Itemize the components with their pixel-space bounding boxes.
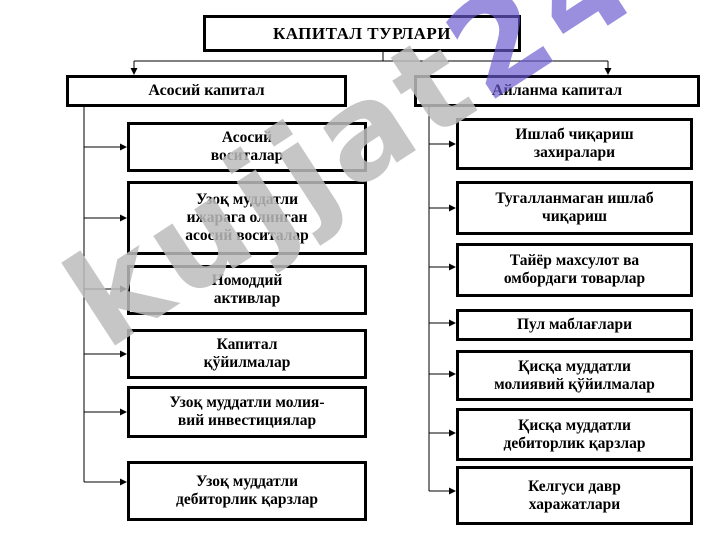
item-line: активлар bbox=[213, 290, 281, 307]
item-line: Тугалланмаган ишлаб bbox=[495, 190, 654, 208]
item-line: қўйилмалар bbox=[203, 354, 291, 371]
item-line: воситалар bbox=[210, 147, 284, 164]
item-line: дебиторлик қарзлар bbox=[175, 491, 318, 508]
item-line: ижарага олинган bbox=[186, 209, 308, 227]
item-line: Узоқ муддатли bbox=[195, 473, 298, 491]
item-line: харажатлари bbox=[528, 495, 621, 513]
diagram-title: КАПИТАЛ ТУРЛАРИ bbox=[203, 15, 521, 52]
item-line: Қисқа муддатли bbox=[518, 416, 631, 434]
item-line: Қисқа муддатли bbox=[518, 357, 631, 375]
cash-box: Пул маблағлари bbox=[456, 309, 693, 341]
item-line: Номоддий bbox=[211, 272, 283, 290]
item-line: Келгуси давр bbox=[528, 477, 621, 495]
item-line: дебиторлик қарзлар bbox=[503, 434, 646, 452]
item-line: Узоқ муддатли bbox=[195, 191, 298, 209]
working-capital-heading: Айланма капитал bbox=[414, 75, 700, 107]
item-line: омбордаги товарлар bbox=[503, 270, 646, 287]
item-line: Ишлаб чиқариш bbox=[515, 126, 634, 144]
item-line: асосий воситалар bbox=[185, 226, 309, 244]
item-line: Пул маблағлари bbox=[516, 316, 633, 334]
long-term-investments-box: Узоқ муддатли молия-вий инвестициялар bbox=[127, 386, 367, 438]
item-line: молиявий қўйилмалар bbox=[494, 375, 655, 393]
item-line: чиқариш bbox=[541, 208, 607, 225]
item-line: Капитал bbox=[216, 336, 278, 354]
item-line: Узоқ муддатли молия- bbox=[169, 394, 325, 412]
item-line: вий инвестициялар bbox=[177, 412, 317, 429]
item-line: Тайёр махсулот ва bbox=[509, 252, 640, 270]
fixed-capital-heading: Асосий капитал bbox=[66, 75, 347, 107]
item-line: Асосий bbox=[221, 129, 273, 147]
item-line: захиралари bbox=[533, 144, 616, 161]
